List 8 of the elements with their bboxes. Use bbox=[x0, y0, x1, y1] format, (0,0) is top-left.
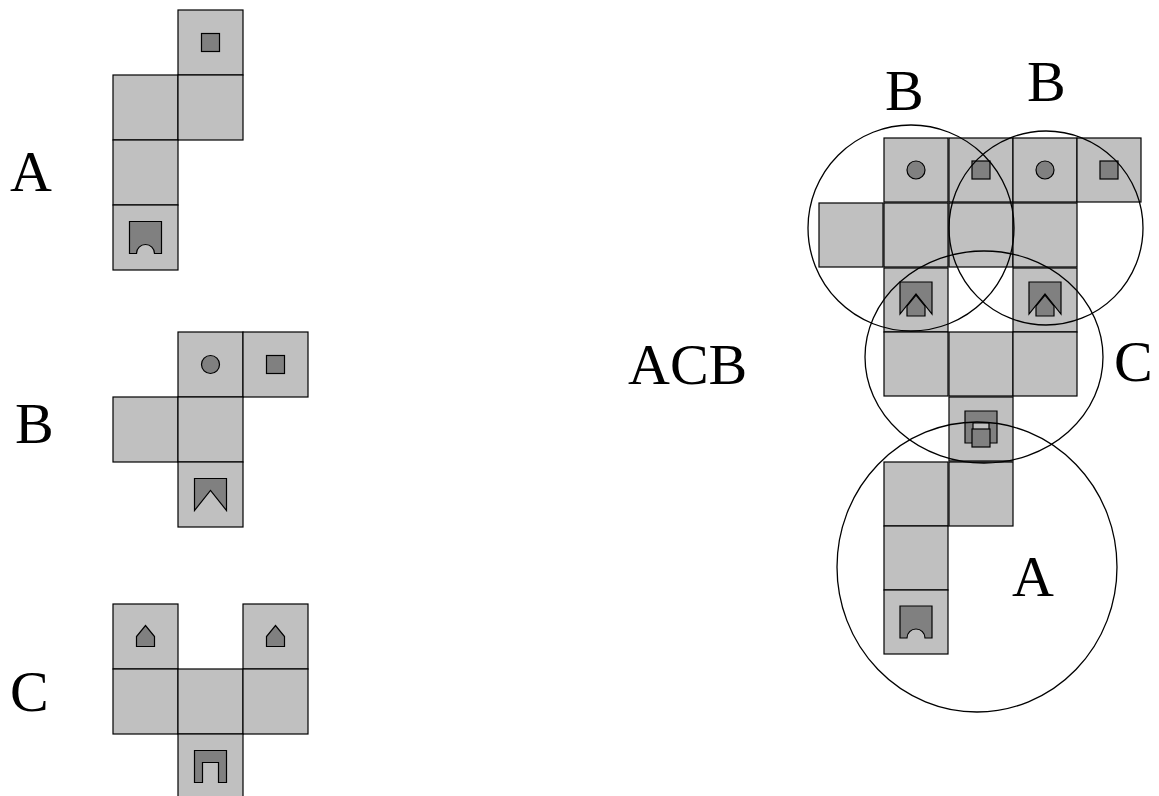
piece-label: A bbox=[1012, 548, 1054, 606]
piece-label: A bbox=[10, 143, 52, 201]
piece-label: B bbox=[15, 395, 54, 453]
piece-label: B bbox=[1027, 53, 1066, 111]
piece-label: C bbox=[10, 663, 49, 721]
piece-label: C bbox=[1114, 333, 1153, 391]
piece-label: ACB bbox=[628, 336, 748, 394]
piece-label: B bbox=[885, 62, 924, 120]
